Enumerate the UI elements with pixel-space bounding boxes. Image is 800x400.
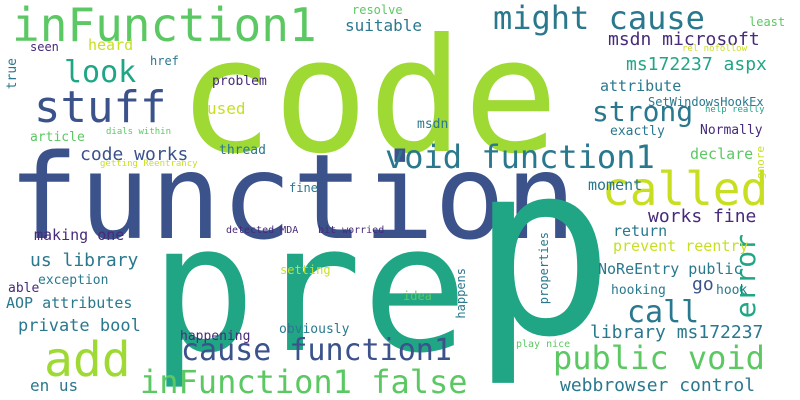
word-infunction1-false: inFunction1 false [140, 363, 468, 400]
word-stuff: stuff [34, 82, 167, 133]
word-detected-mda: detected MDA [226, 225, 299, 236]
word-pre: pre [150, 187, 468, 392]
word-cause-function1: cause function1 [181, 333, 452, 368]
word-aop-attributes: AOP attributes [6, 294, 133, 312]
word-setwindowshookex: SetWindowsHookEx [648, 95, 764, 109]
word-private-bool: private bool [18, 316, 141, 336]
word-article: article [30, 130, 85, 145]
word-normally: Normally [700, 123, 763, 138]
word-getting-reentrancy: getting Reentrancy [100, 159, 198, 169]
word-resolve: resolve [352, 3, 403, 17]
word-moment: moment [588, 176, 643, 194]
word-able: able [8, 281, 40, 296]
word-declare: declare [690, 145, 754, 163]
word-strong: strong [592, 95, 694, 128]
word-ms172237-aspx: ms172237 aspx [626, 54, 767, 75]
word-play-nice: play nice [516, 339, 571, 350]
word-might-cause: might cause [493, 0, 705, 37]
word-call: call [627, 295, 700, 330]
word-exception: exception [38, 273, 109, 288]
word-fine: fine [289, 181, 318, 195]
word-making-one: making one [34, 226, 125, 244]
word-msdn: msdn [417, 117, 449, 132]
word-us-library: us library [30, 250, 139, 271]
word-noreentry-public: NoReEntry public [598, 260, 743, 278]
word-ignore: ignore [754, 146, 767, 186]
word-hook: hook [716, 283, 748, 298]
word-webbrowser-control: webbrowser control [560, 375, 756, 396]
word-code-works: code works [80, 144, 189, 165]
word-void-function1: void function1 [385, 138, 655, 176]
word-code: code [178, 5, 559, 189]
word-seen: seen [30, 40, 59, 54]
word-setting: setting [280, 263, 331, 277]
word-msdn-microsoft: msdn microsoft [608, 29, 760, 50]
word-library-ms172237: library ms172237 [590, 322, 764, 343]
word-heard: heard [88, 36, 134, 54]
word-p: p [470, 110, 615, 390]
word-obviously: obviously [279, 322, 350, 337]
word-suitable: suitable [345, 16, 423, 35]
word-used: used [207, 99, 246, 118]
word-happens: happens [454, 268, 468, 319]
word-infunction1: inFunction1 [12, 0, 317, 52]
word-return: return [613, 222, 668, 240]
word-rel-nofollow: rel nofollow [682, 44, 748, 54]
word-add: add [44, 332, 131, 388]
word-dials-within: dials within [106, 127, 172, 137]
word-properties: properties [537, 232, 551, 305]
word-least: least [749, 15, 786, 29]
word-idea: idea [403, 289, 432, 303]
word-hooking: hooking [611, 283, 666, 298]
word-en-us: en us [30, 376, 79, 395]
word-true: true [5, 58, 20, 90]
word-called: called [602, 162, 769, 216]
word-problem: problem [212, 74, 267, 89]
word-public-void: public void [553, 339, 765, 377]
word-exactly: exactly [610, 124, 665, 139]
word-function: function [8, 128, 577, 266]
word-happening: happening [180, 329, 251, 344]
word-attribute: attribute [600, 77, 682, 95]
word-works-fine: works fine [648, 206, 757, 227]
word-thread: thread [219, 143, 266, 158]
word-help-really: help really [705, 105, 765, 115]
word-prevent-reentry: prevent reentry [613, 237, 749, 255]
word-go: go [692, 274, 714, 295]
word-href: href [150, 54, 179, 68]
word-bit-worried: bit worried [318, 225, 385, 236]
word-look: look [64, 55, 137, 90]
